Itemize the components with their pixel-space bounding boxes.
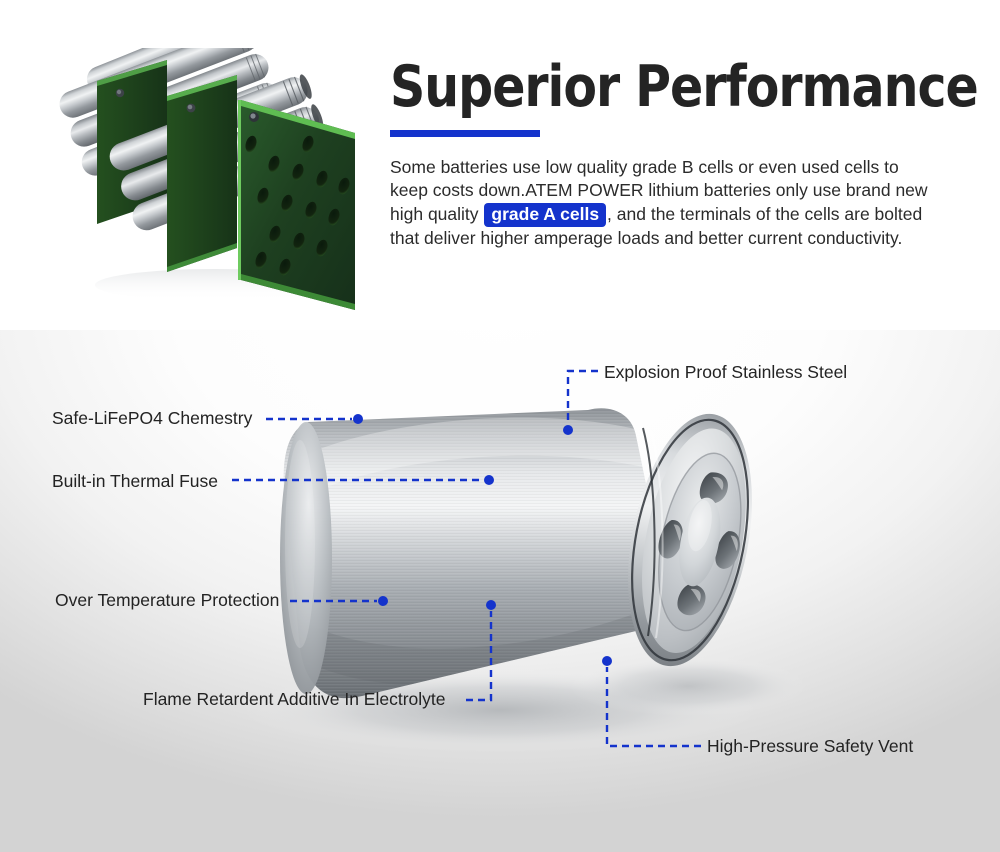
battery-cell-image — [0, 318, 1000, 852]
title-underline-rule — [390, 130, 540, 138]
cell-stack-image — [45, 48, 375, 338]
callout-label-over-temperature: Over Temperature Protection — [55, 590, 280, 610]
callout-label-flame-retardant: Flame Retardent Additive In Electrolyte — [143, 689, 446, 709]
headline-block: Superior Performance Some batteries use … — [390, 54, 979, 250]
callout-label-chemistry: Safe-LiFePO4 Chemestry — [52, 408, 253, 428]
body-paragraph: Some batteries use low quality grade B c… — [390, 156, 930, 250]
paragraph-part-2: , and the terminals of the cells are bol… — [390, 203, 923, 248]
callout-label-explosion-proof: Explosion Proof Stainless Steel — [604, 362, 848, 382]
callout-label-safety-vent: High-Pressure Safety Vent — [707, 736, 914, 756]
page-title: Superior Performance — [390, 54, 979, 120]
grade-a-cells-badge: grade A cells — [484, 202, 607, 227]
paragraph-part-1: Some batteries use low quality grade B c… — [390, 157, 928, 224]
callout-label-thermal-fuse: Built-in Thermal Fuse — [52, 471, 218, 491]
